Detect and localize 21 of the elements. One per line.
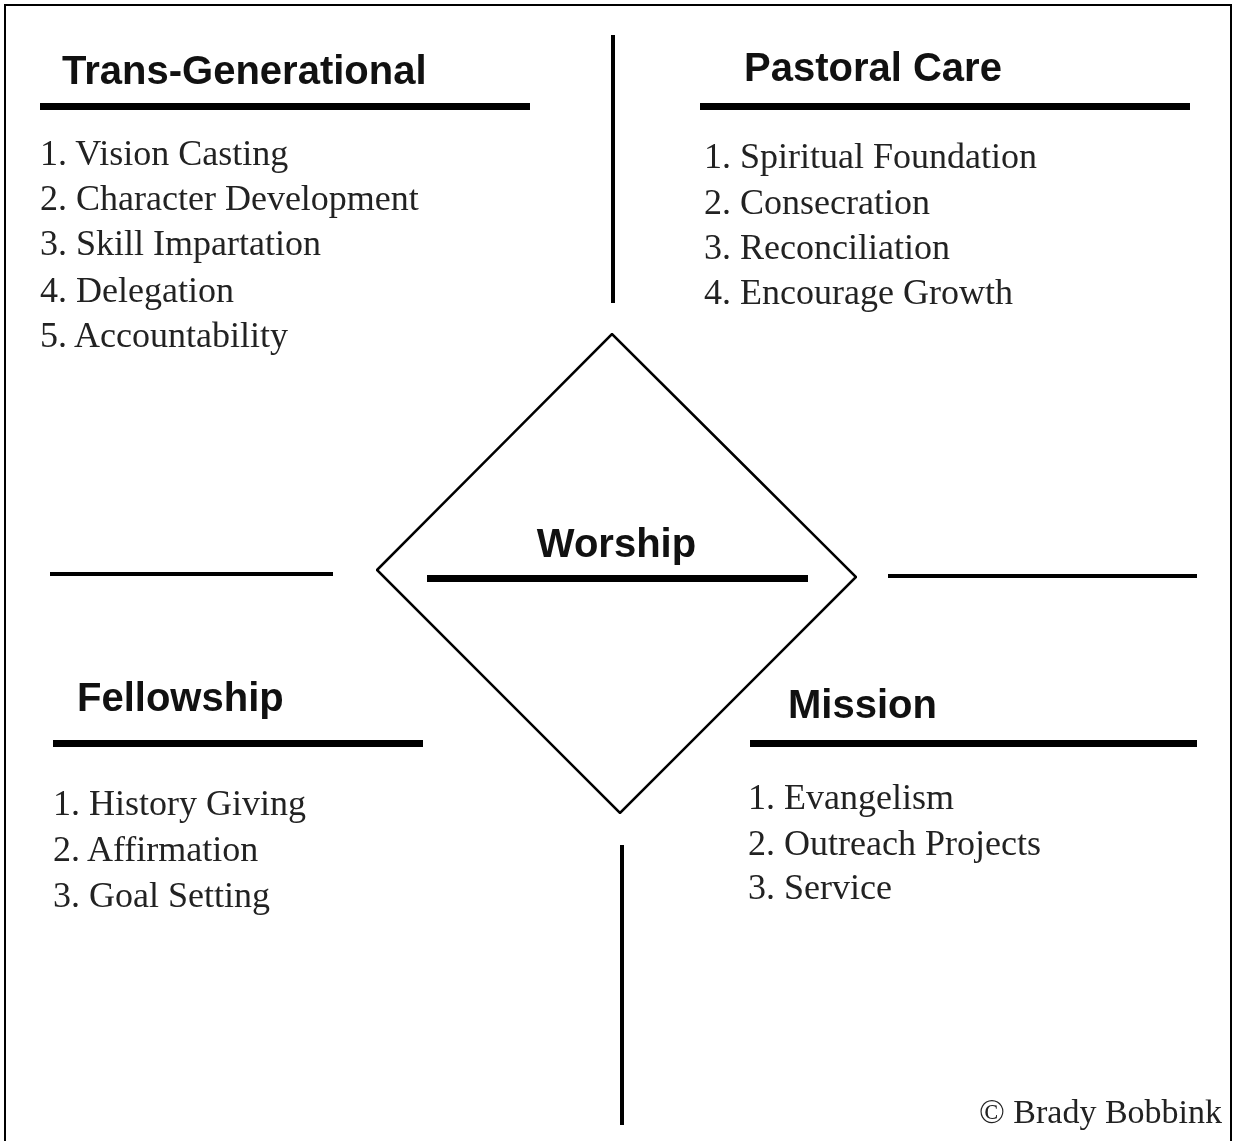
list-item: 1. Evangelism: [748, 776, 954, 819]
list-item: 2. Consecration: [704, 181, 930, 224]
list-item: 2. Character Development: [40, 177, 419, 220]
list-item: 3. Reconciliation: [704, 226, 950, 269]
section-heading: Trans-Generational: [62, 47, 427, 94]
section-heading: Pastoral Care: [744, 44, 1002, 91]
list-item: 1. Spiritual Foundation: [704, 135, 1037, 178]
list-item: 1. History Giving: [53, 782, 306, 825]
list-item: 4. Delegation: [40, 269, 234, 312]
section-heading: Fellowship: [77, 674, 284, 721]
section-heading: Mission: [788, 681, 937, 728]
diamond-heading: Worship: [535, 520, 698, 567]
list-item: 1. Vision Casting: [40, 132, 289, 175]
list-item: 3. Skill Impartation: [40, 222, 321, 265]
list-item: 5. Accountability: [40, 314, 288, 357]
list-item: 2. Affirmation: [53, 828, 259, 871]
list-item: 3. Service: [748, 866, 892, 909]
list-item: 2. Outreach Projects: [748, 822, 1041, 865]
copyright-note: © Brady Bobbink: [978, 1092, 1222, 1132]
list-item: 4. Encourage Growth: [704, 271, 1013, 314]
list-item: 3. Goal Setting: [53, 874, 270, 917]
